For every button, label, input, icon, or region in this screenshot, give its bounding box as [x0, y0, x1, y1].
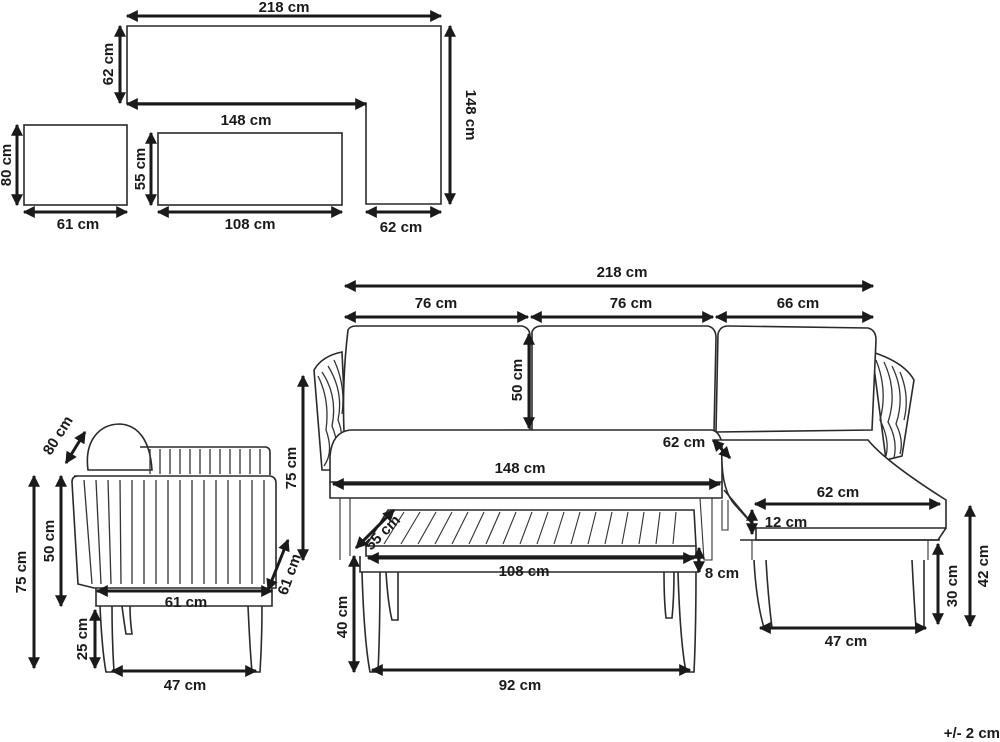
chair-side-frame — [71, 475, 277, 589]
chair-leg-span-label: 47 cm — [164, 677, 207, 694]
plan-table-width-label: 108 cm — [225, 216, 276, 233]
sofa-right-arm — [871, 350, 915, 461]
sofa-leg-span-label: 47 cm — [825, 633, 868, 650]
armchair-drawing: 80 cm 50 cm 75 cm 61 cm 61 cm 25 cm 47 c… — [13, 413, 305, 694]
sofa-cushion-thickness-label: 12 cm — [765, 514, 808, 531]
plan-sofa-width-label: 218 cm — [259, 0, 310, 16]
plan-table-depth-label: 55 cm — [132, 148, 149, 191]
sofa-total-width-label: 218 cm — [597, 264, 648, 281]
plan-l-shape-sofa — [126, 25, 442, 205]
plan-sofa-depth-label: 62 cm — [100, 43, 117, 86]
table-right-leg — [677, 571, 697, 673]
chair-right-leg — [247, 605, 263, 673]
chair-width-label: 61 cm — [165, 594, 208, 611]
table-right-back-leg — [663, 571, 675, 619]
sofa-cushion-1-label: 76 cm — [415, 295, 458, 312]
table-top-thickness-label: 8 cm — [705, 565, 739, 582]
chair-depth-label: 80 cm — [40, 413, 77, 458]
sofa-back-cushion-middle — [531, 325, 717, 433]
plan-view: 218 cm 62 cm 148 cm 148 cm 62 cm 80 cm 6… — [0, 0, 479, 236]
table-left-leg — [361, 571, 381, 673]
sofa-back-cushion-left — [342, 325, 531, 433]
plan-chair-depth-label: 80 cm — [0, 144, 15, 187]
chair-left-leg — [99, 605, 115, 673]
chair-back-height-label: 50 cm — [41, 520, 58, 563]
plan-inner-width-label: 148 cm — [221, 112, 272, 129]
sofa-seat-height-label: 42 cm — [975, 545, 992, 588]
sofa-chaise-seat-depth-label: 62 cm — [817, 484, 860, 501]
chair-total-height-label: 75 cm — [13, 551, 30, 594]
plan-chaise-length-label: 148 cm — [462, 90, 479, 141]
sofa-seat-width-label: 148 cm — [495, 460, 546, 477]
sofa-leg-height-label: 30 cm — [944, 565, 961, 608]
sofa-seat-depth-label: 62 cm — [663, 434, 706, 451]
table-height-label: 40 cm — [334, 596, 351, 639]
table-leg-span-label: 92 cm — [499, 677, 542, 694]
sofa-total-height-label: 75 cm — [283, 447, 300, 490]
plan-chaise-width-label: 62 cm — [380, 219, 423, 236]
sofa-chaise-front-leg-right — [911, 559, 925, 629]
sofa-drawing: 218 cm 76 cm 76 cm 66 cm 50 cm 75 cm 62 … — [283, 264, 992, 650]
table-left-back-leg — [385, 571, 399, 621]
plan-table — [157, 132, 343, 206]
chair-back-leg — [121, 605, 133, 635]
sofa-chaise-cushion-label: 66 cm — [777, 295, 820, 312]
chair-leg-height-label: 25 cm — [74, 618, 91, 661]
sofa-chaise-front-leg-left — [753, 559, 773, 629]
tolerance-note: +/- 2 cm — [944, 725, 1000, 742]
table-width-label: 108 cm — [499, 563, 550, 580]
coffee-table-drawing: 55 cm 108 cm 8 cm 40 cm 92 cm — [334, 508, 739, 694]
sofa-back-cushion-right — [715, 325, 877, 433]
sofa-back-height-label: 50 cm — [509, 359, 526, 402]
plan-chair-width-label: 61 cm — [57, 216, 100, 233]
plan-chair — [23, 124, 128, 206]
sofa-cushion-2-label: 76 cm — [610, 295, 653, 312]
